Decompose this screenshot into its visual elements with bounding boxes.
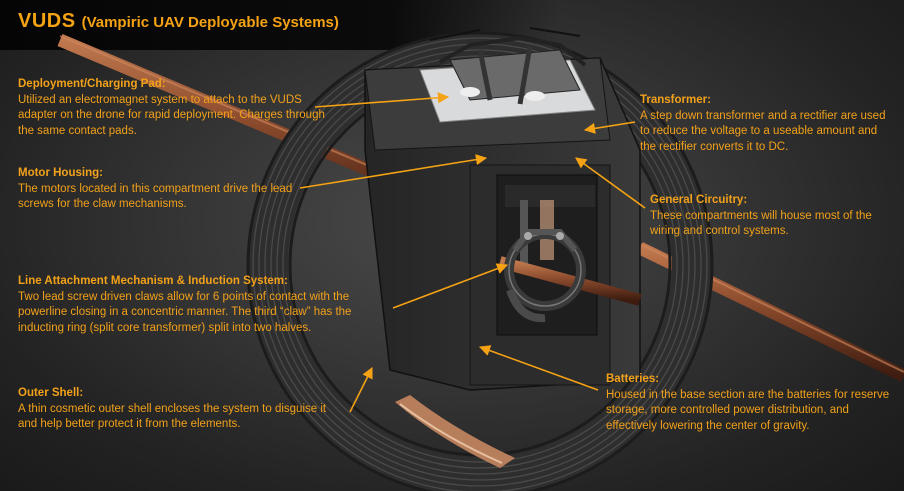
annotation-circuitry: General Circuitry: These compartments wi…: [650, 193, 902, 240]
annotation-motor-body: The motors located in this compartment d…: [18, 182, 293, 211]
annotation-outer-shell-heading: Outer Shell:: [18, 387, 84, 399]
annotation-outer-shell: Outer Shell: A thin cosmetic outer shell…: [18, 386, 340, 433]
annotation-deployment: Deployment/Charging Pad: Utilized an ele…: [18, 77, 336, 139]
claw-mechanism: [504, 229, 586, 323]
annotation-transformer-heading: Transformer:: [640, 94, 711, 106]
title-main: VUDS: [18, 10, 76, 32]
annotation-batteries-heading: Batteries:: [606, 373, 660, 385]
annotation-batteries: Batteries: Housed in the base section ar…: [606, 372, 900, 434]
annotation-batteries-body: Housed in the base section are the batte…: [606, 388, 890, 432]
charging-pad-drone: [419, 27, 596, 123]
annotation-line-attachment-body: Two lead screw driven claws allow for 6 …: [18, 290, 352, 334]
leader-circuitry: [575, 157, 646, 209]
title-bar: VUDS (Vampiric UAV Deployable Systems): [0, 0, 560, 50]
leader-transformer: [583, 121, 636, 134]
title-subtitle: (Vampiric UAV Deployable Systems): [81, 14, 339, 31]
annotation-motor: Motor Housing: The motors located in thi…: [18, 166, 308, 213]
annotation-deployment-body: Utilized an electromagnet system to atta…: [18, 93, 325, 137]
annotation-motor-heading: Motor Housing:: [18, 167, 103, 179]
annotation-outer-shell-body: A thin cosmetic outer shell encloses the…: [18, 402, 327, 431]
power-cable-front: [498, 256, 642, 306]
leader-batteries: [478, 345, 599, 391]
leader-line-attach: [392, 263, 509, 309]
leader-lines: [299, 92, 646, 413]
annotation-transformer: Transformer: A step down transformer and…: [640, 93, 890, 155]
annotation-line-attachment-heading: Line Attachment Mechanism & Induction Sy…: [18, 275, 288, 287]
leader-shell: [349, 366, 373, 413]
shell-cutaway: [395, 395, 515, 468]
annotation-circuitry-heading: General Circuitry:: [650, 194, 748, 206]
page-title: VUDS (Vampiric UAV Deployable Systems): [18, 10, 339, 33]
annotation-line-attachment: Line Attachment Mechanism & Induction Sy…: [18, 274, 390, 336]
annotation-deployment-heading: Deployment/Charging Pad:: [18, 78, 166, 90]
leader-deployment: [314, 92, 450, 108]
annotation-circuitry-body: These compartments will house most of th…: [650, 209, 872, 238]
leader-motor: [299, 154, 488, 189]
annotation-transformer-body: A step down transformer and a rectifier …: [640, 109, 886, 153]
